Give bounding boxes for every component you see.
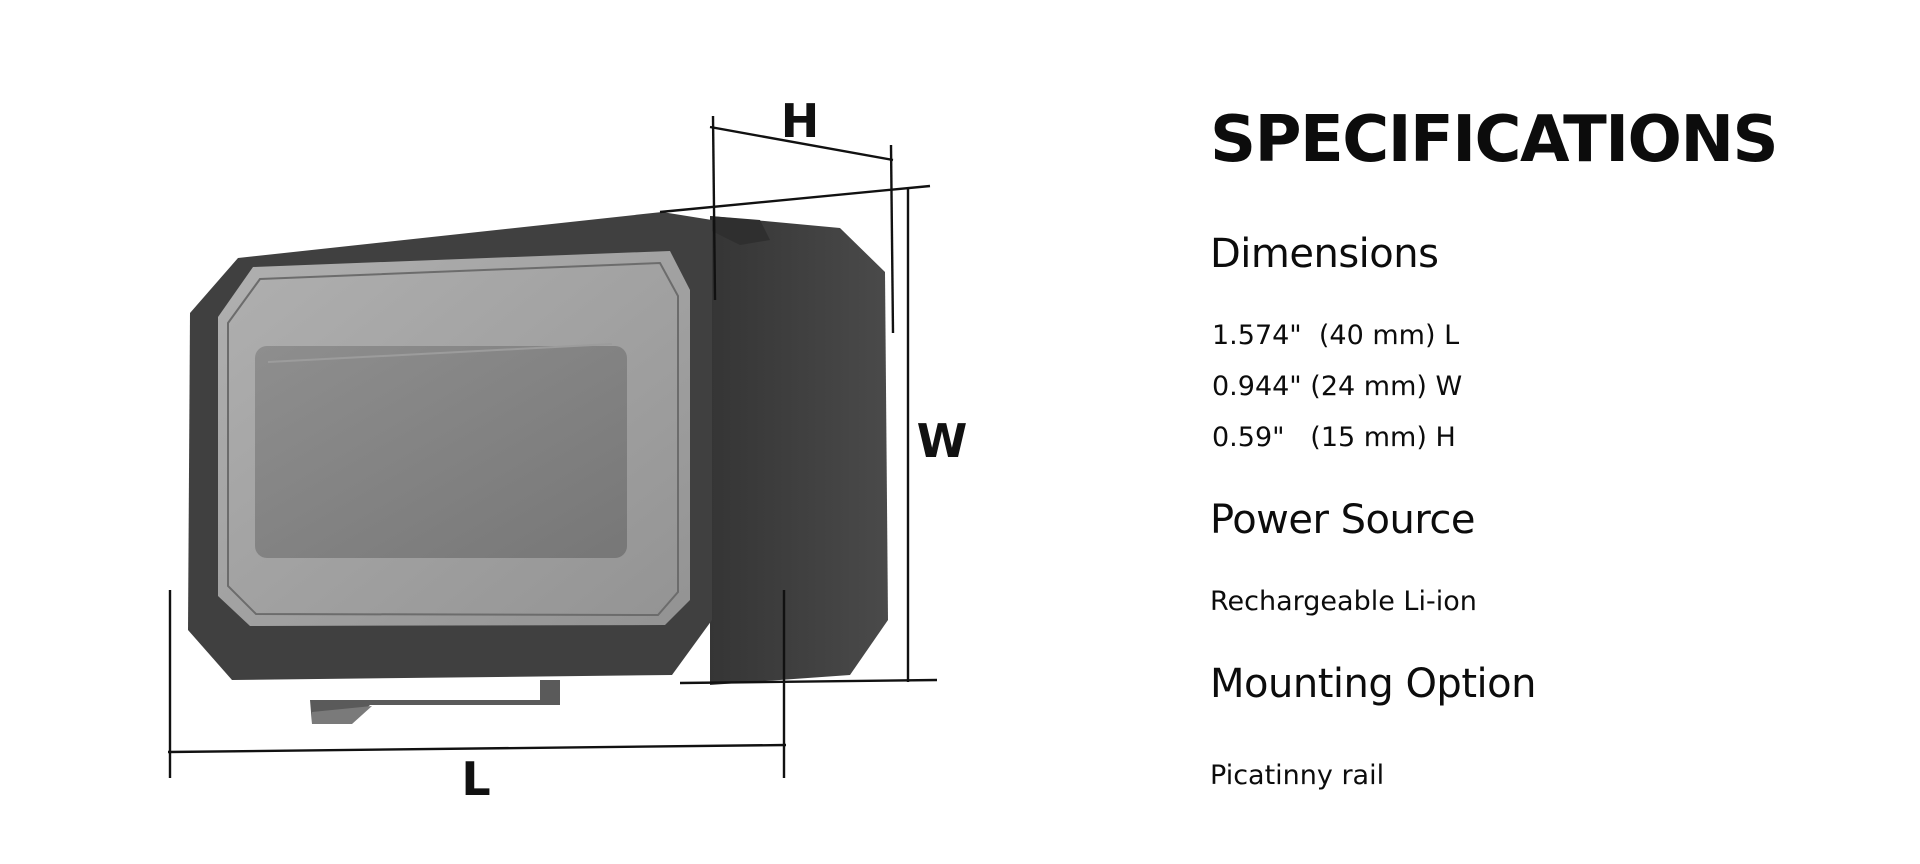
mounting-option-value: Picatinny rail: [1210, 760, 1385, 791]
dimension-height: 0.59" (15 mm) H: [1212, 422, 1456, 453]
dimension-lines: [167, 115, 938, 778]
specifications-title: SPECIFICATIONS: [1210, 103, 1779, 177]
height-label: H: [781, 94, 820, 148]
width-label: W: [917, 414, 968, 468]
mount-foot: [310, 680, 560, 724]
power-source-value: Rechargeable Li-ion: [1210, 586, 1477, 617]
dimensions-heading: Dimensions: [1210, 231, 1439, 277]
power-source-heading: Power Source: [1210, 497, 1476, 543]
mounting-option-heading: Mounting Option: [1210, 661, 1536, 707]
device-side: [710, 216, 888, 685]
dimension-length: 1.574" (40 mm) L: [1212, 320, 1460, 351]
display-window: [255, 346, 627, 558]
device-body: [188, 212, 888, 724]
dimension-width: 0.944" (24 mm) W: [1212, 371, 1463, 402]
length-label: L: [461, 752, 490, 806]
